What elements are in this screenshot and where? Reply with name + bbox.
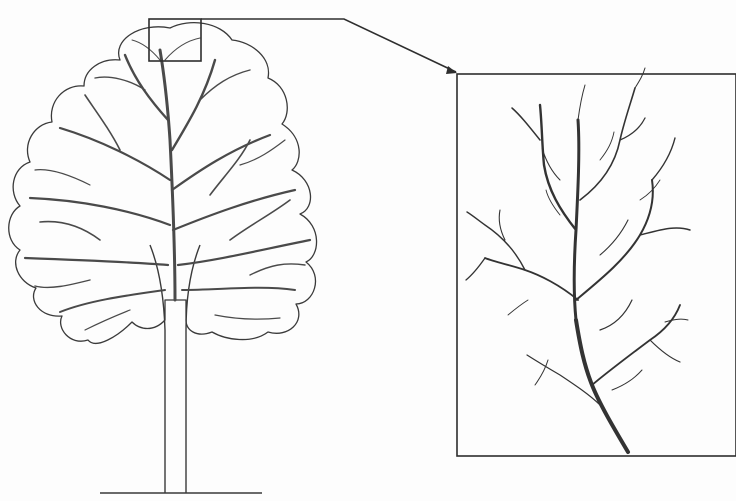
magnified-branch <box>466 68 690 452</box>
crown-branches <box>25 38 310 330</box>
zoom-connector <box>201 19 457 74</box>
